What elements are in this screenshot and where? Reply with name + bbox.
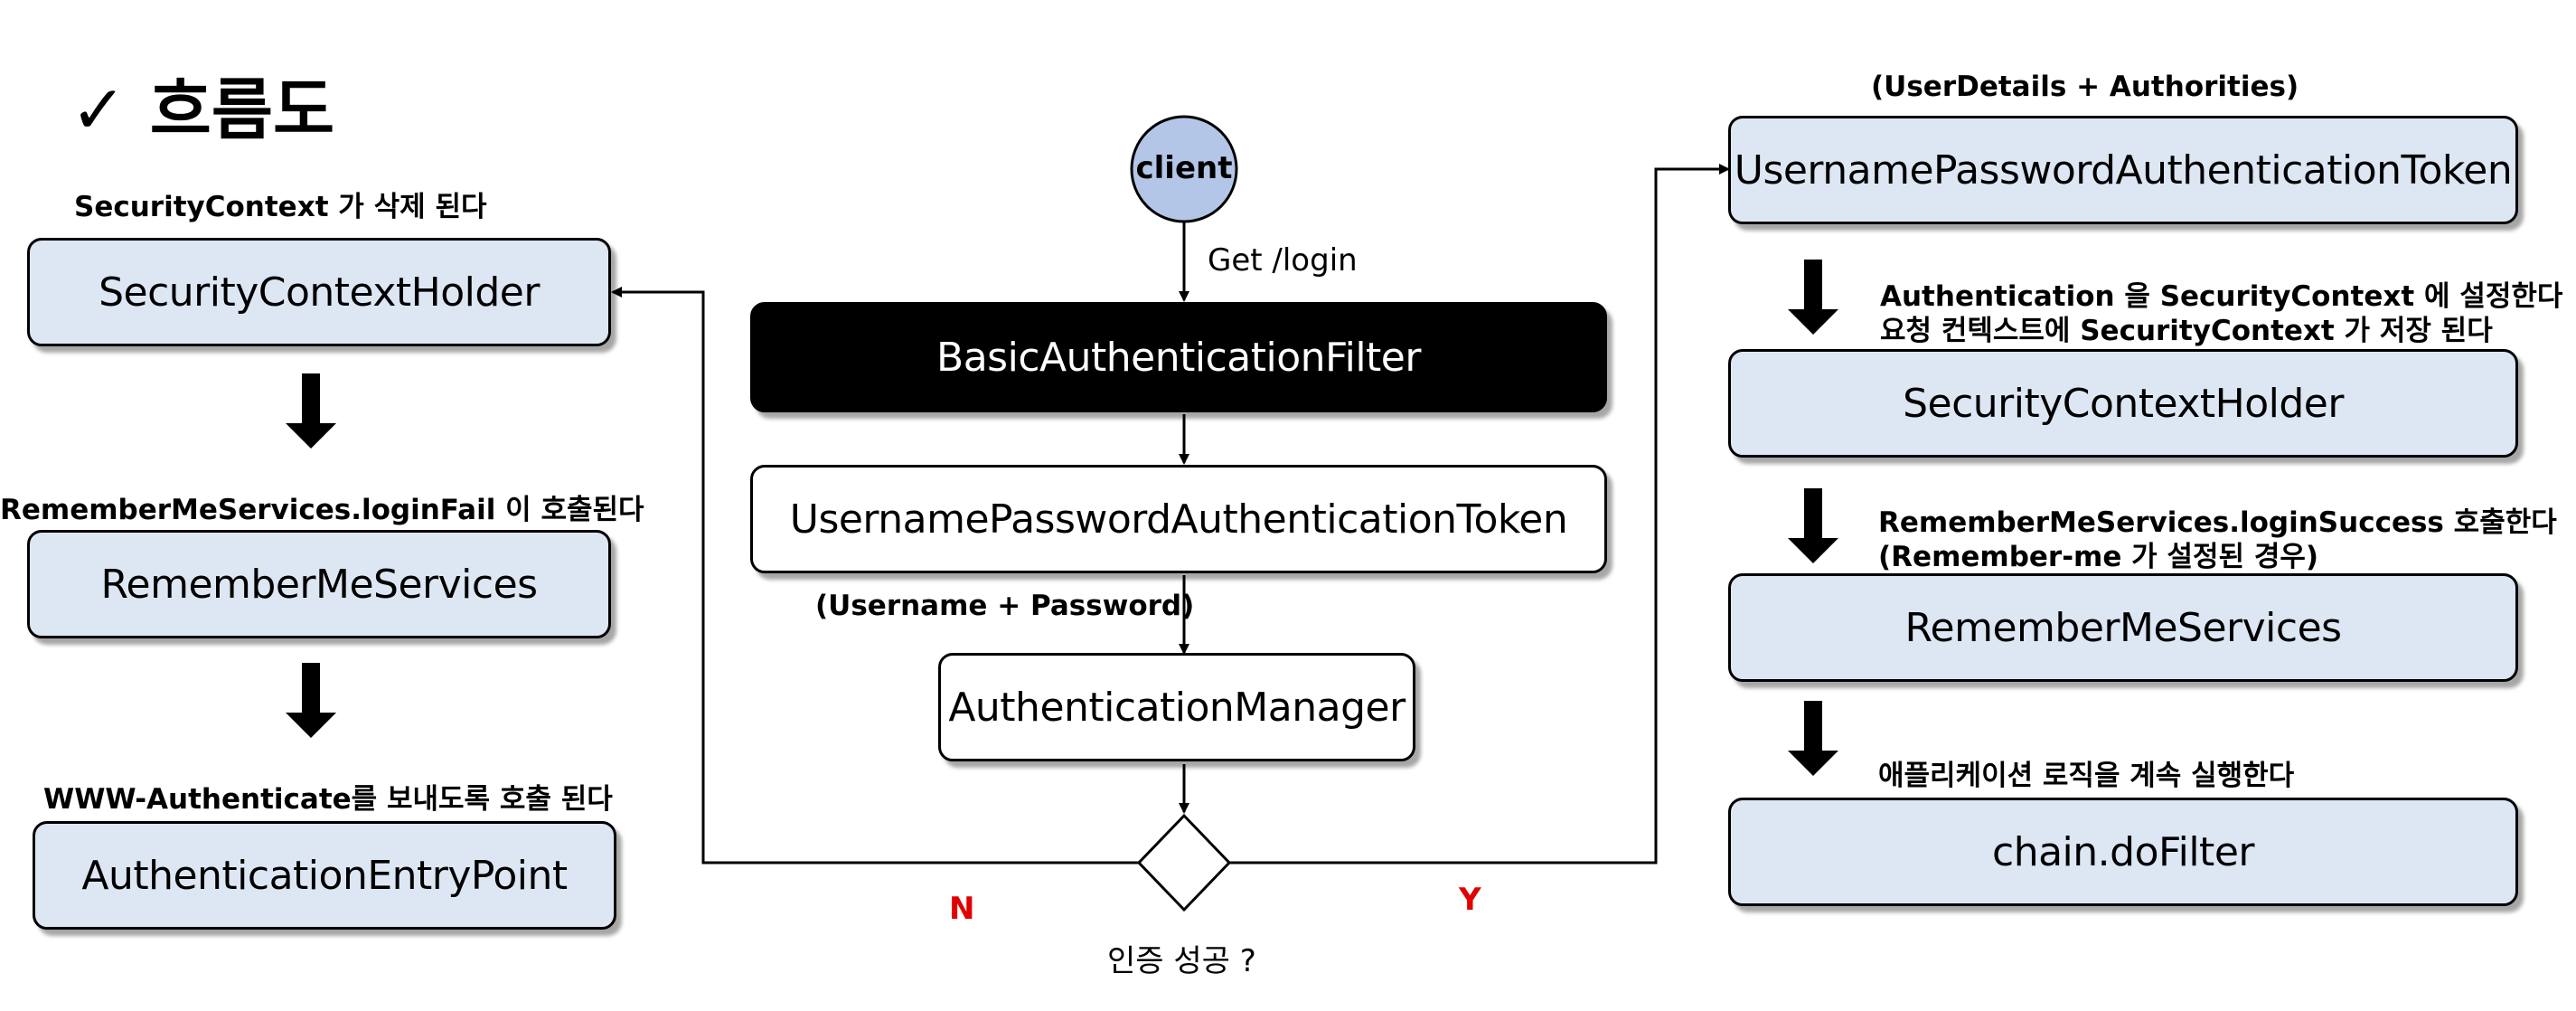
left-note-1: SecurityContext 가 삭제 된다 [74, 191, 487, 223]
token-note: (Username + Password) [815, 590, 1195, 622]
check-icon: ✓ [71, 71, 127, 149]
left-note-2: RememberMeServices.loginFail 이 호출된다 [0, 494, 644, 526]
page-title: ✓ 흐름도 [71, 56, 334, 153]
right-username-password-token-box: UsernamePasswordAuthenticationToken [1728, 116, 2518, 224]
right-note-0: (UserDetails + Authorities) [1871, 71, 2299, 103]
right-security-context-holder-box: SecurityContextHolder [1728, 349, 2518, 458]
authentication-manager-box: AuthenticationManager [938, 653, 1415, 761]
down-arrow-icon [286, 373, 336, 449]
username-password-token-box: UsernamePasswordAuthenticationToken [750, 465, 1607, 573]
client-label: client [1135, 150, 1233, 186]
right-note-3: 애플리케이션 로직을 계속 실행한다 [1878, 760, 2295, 792]
get-login-label: Get /login [1208, 242, 1358, 279]
decision-label: 인증 성공 ? [1107, 943, 1256, 979]
edge-no-branch [611, 287, 1139, 865]
down-arrow-icon [286, 663, 336, 738]
page-title-text: 흐름도 [149, 71, 335, 149]
basic-authentication-filter-box: BasicAuthenticationFilter [750, 302, 1607, 412]
right-chain-do-filter-box: chain.doFilter [1728, 798, 2518, 906]
right-note-2b: (Remember-me 가 설정된 경우) [1878, 541, 2319, 573]
right-note-2a: RememberMeServices.loginSuccess 호출한다 [1878, 506, 2557, 539]
down-arrow-icon [1788, 701, 1838, 776]
down-arrow-icon [1788, 488, 1838, 563]
yes-branch-label: Y [1459, 882, 1481, 918]
right-remember-me-services-box: RememberMeServices [1728, 573, 2518, 682]
decision-diamond [1136, 813, 1232, 912]
left-remember-me-services-box: RememberMeServices [27, 530, 611, 638]
down-arrow-icon [1788, 260, 1838, 335]
no-branch-label: N [949, 891, 975, 927]
edge-yes-branch [1229, 164, 1730, 865]
left-note-3: WWW-Authenticate를 보내도록 호출 된다 [43, 783, 613, 816]
left-security-context-holder-box: SecurityContextHolder [27, 238, 611, 346]
left-authentication-entry-point-box: AuthenticationEntryPoint [33, 821, 616, 930]
right-note-1a: Authentication 을 SecurityContext 에 설정한다 [1880, 280, 2563, 313]
right-note-1b: 요청 컨텍스트에 SecurityContext 가 저장 된다 [1880, 315, 2493, 347]
